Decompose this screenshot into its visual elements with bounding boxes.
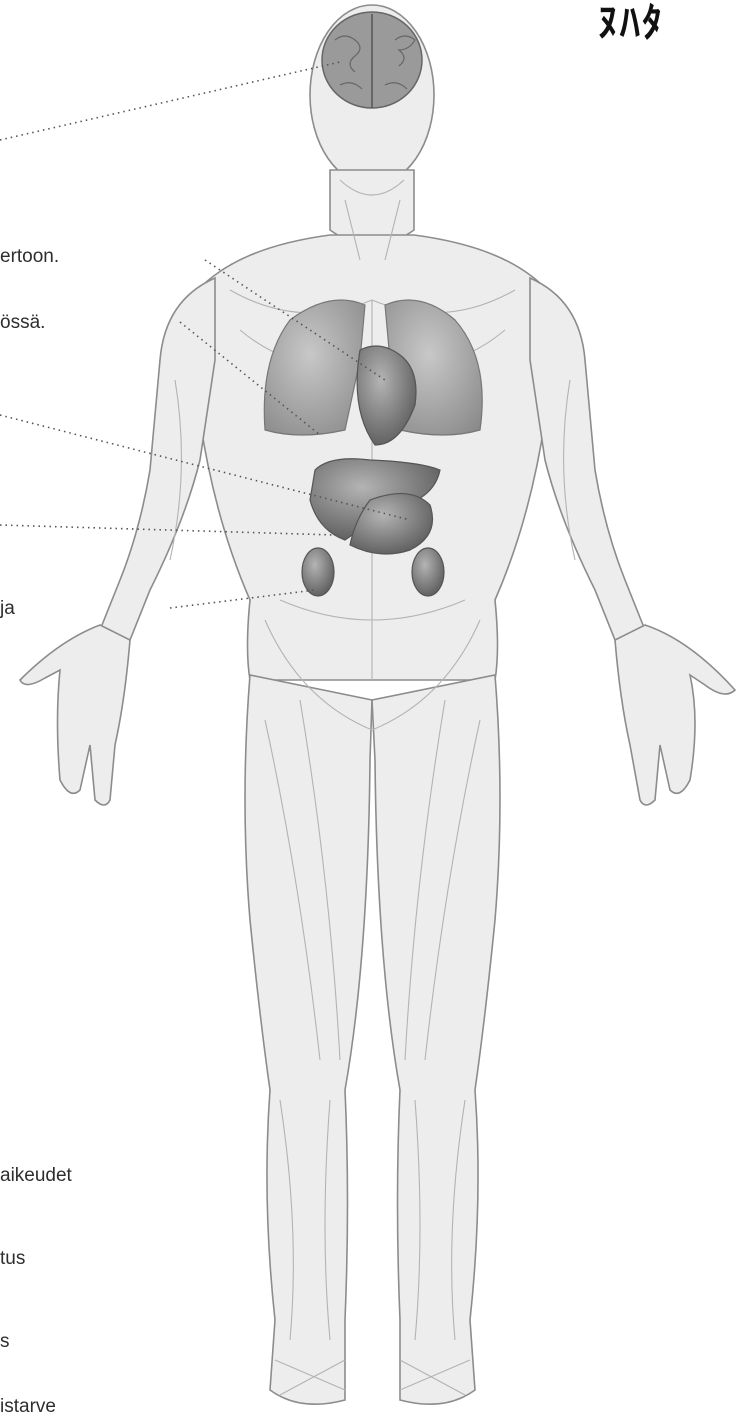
legend-item-4: istarve (0, 1396, 56, 1418)
callout-lungs: össä. (0, 312, 45, 334)
callout-heart: ertoon. (0, 246, 59, 268)
callout-kidneys: ja (0, 598, 15, 620)
left-hand (20, 625, 130, 805)
left-leg (245, 675, 372, 1404)
left-kidney (302, 548, 334, 596)
right-kidney (412, 548, 444, 596)
left-arm (100, 278, 215, 640)
body-outline (20, 5, 735, 1404)
brain (322, 12, 422, 108)
right-leg (372, 675, 500, 1404)
neck (330, 170, 414, 245)
leader-brain (0, 62, 340, 140)
right-hand (615, 625, 735, 805)
right-arm (530, 278, 645, 640)
legend-item-2: tus (0, 1248, 25, 1270)
legend-item-3: s (0, 1331, 10, 1353)
legend-item-1: aikeudet (0, 1165, 72, 1187)
